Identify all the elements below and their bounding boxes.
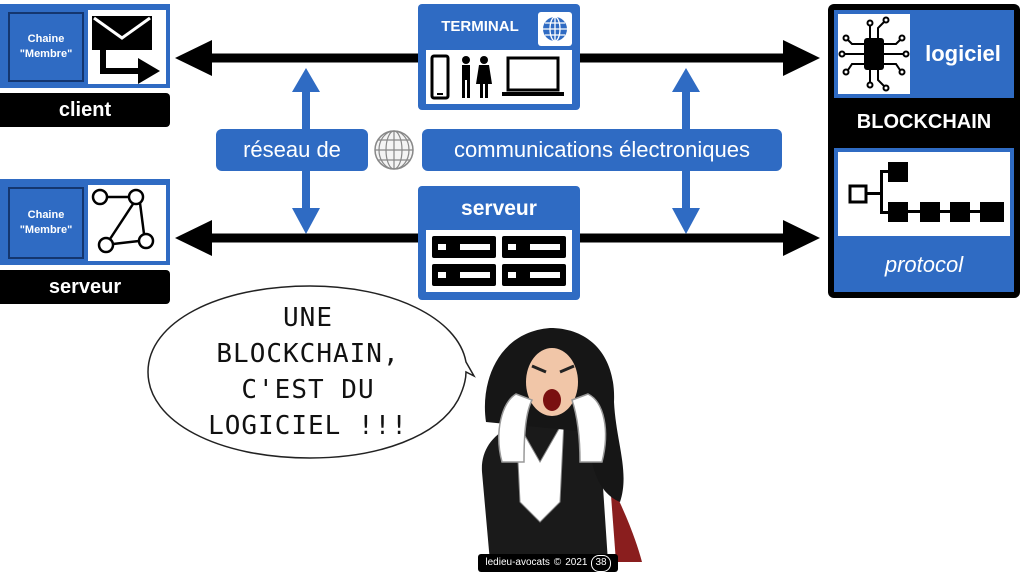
device-icons bbox=[426, 50, 572, 104]
copyright-symbol: © bbox=[553, 557, 562, 568]
server-title: serveur bbox=[461, 197, 537, 220]
network-right-label: communications électroniques bbox=[422, 129, 782, 171]
network-left-label: réseau de bbox=[216, 129, 368, 171]
chaine-label: Chaine bbox=[27, 209, 65, 221]
page-number: 38 bbox=[591, 555, 611, 572]
client-label: client bbox=[0, 93, 170, 127]
terminal-card: TERMINAL bbox=[418, 4, 580, 110]
membre-label: "Membre" bbox=[19, 48, 73, 60]
speech-line-4: LOGICIEL !!! bbox=[208, 411, 408, 441]
chaine-label: Chaine bbox=[27, 33, 65, 45]
laptop-icon bbox=[502, 56, 564, 96]
membre-label: "Membre" bbox=[19, 224, 73, 236]
chaine-membre-badge: Chaine "Membre" bbox=[8, 187, 84, 259]
protocol-section: protocol bbox=[834, 148, 1014, 292]
speech-line-2: BLOCKCHAIN, bbox=[216, 339, 400, 369]
speech-text: UNE BLOCKCHAIN, C'EST DU LOGICIEL !!! bbox=[168, 300, 448, 450]
lawyer-illustration bbox=[481, 328, 642, 562]
speech-bubble bbox=[147, 285, 476, 459]
server-card: serveur bbox=[418, 186, 580, 300]
chip-icon bbox=[838, 14, 910, 94]
credit-year: 2021 bbox=[565, 557, 588, 568]
terminal-title: TERMINAL bbox=[441, 18, 519, 35]
chain-blocks-icon bbox=[838, 152, 1010, 236]
globe-icon bbox=[372, 128, 416, 172]
speech-line-3: C'EST DU bbox=[241, 375, 375, 405]
chaine-membre-badge: Chaine "Membre" bbox=[8, 12, 84, 82]
speech-line-1: UNE bbox=[283, 303, 333, 333]
people-icon bbox=[462, 56, 492, 98]
footer-credit: ledieu-avocats © 2021 38 bbox=[478, 554, 618, 572]
protocol-label: protocol bbox=[884, 252, 964, 277]
phone-icon bbox=[430, 54, 450, 100]
envelope-arrow-icon bbox=[88, 10, 166, 84]
network-nodes-icon bbox=[88, 185, 166, 261]
software-section: logiciel bbox=[834, 10, 1014, 98]
client-card: Chaine "Membre" bbox=[0, 4, 170, 88]
credit-name: ledieu-avocats bbox=[485, 557, 550, 568]
software-label: logiciel bbox=[925, 41, 1001, 66]
server-chain-card: Chaine "Membre" bbox=[0, 179, 170, 265]
serveur-label: serveur bbox=[0, 270, 170, 304]
blockchain-title: BLOCKCHAIN bbox=[856, 111, 992, 133]
blockchain-panel: logiciel BLOCKCHAIN bbox=[828, 4, 1020, 298]
server-rack-icon bbox=[426, 230, 572, 292]
globe-chip-icon bbox=[538, 12, 572, 46]
